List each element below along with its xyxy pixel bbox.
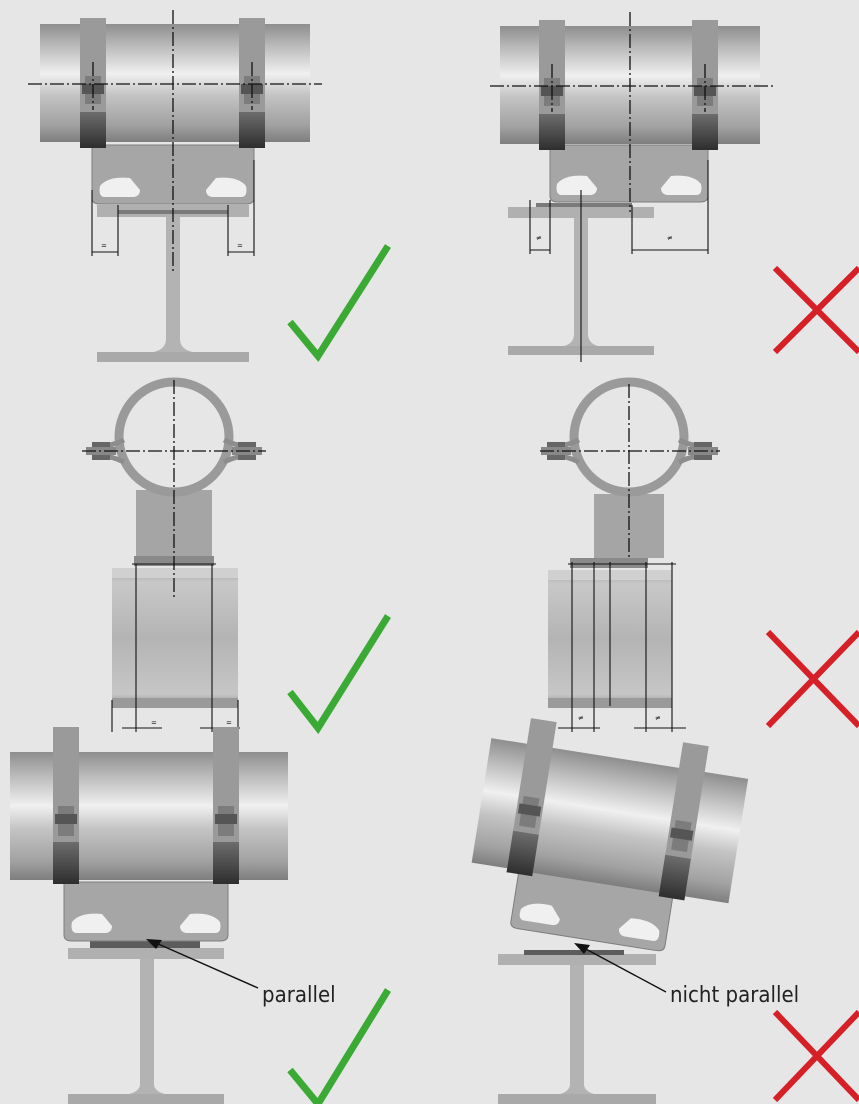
dimension-equal-left: = xyxy=(101,242,107,250)
cross-mark-icon xyxy=(765,629,859,729)
label-not-parallel: nicht parallel xyxy=(670,983,799,1008)
check-mark-icon xyxy=(287,988,391,1104)
diagram-5-correct-parallel: parallel xyxy=(10,727,336,1104)
dimension-equal-right: = xyxy=(237,242,243,250)
dimension-equal-right-2: = xyxy=(226,719,232,727)
dimension-not-equal-left-2: ≠ xyxy=(578,714,584,722)
dimension-equal-left-2: = xyxy=(151,719,157,727)
cross-mark-icon xyxy=(772,265,859,355)
diagram-3-correct-side-view: = = xyxy=(82,377,266,732)
check-mark-icon xyxy=(287,244,391,362)
diagram-1-correct-centered: = = xyxy=(28,10,322,362)
diagram-6-incorrect-not-parallel: nicht parallel xyxy=(471,718,799,1104)
diagram-4-incorrect-side-view: ≠ ≠ xyxy=(540,377,720,732)
label-parallel: parallel xyxy=(262,983,336,1008)
dimension-not-equal-right-2: ≠ xyxy=(655,714,661,722)
dimension-not-equal-right: ≠ xyxy=(667,234,673,242)
diagram-2-incorrect-offcenter: ≠ ≠ xyxy=(490,12,776,362)
check-mark-icon xyxy=(287,614,391,735)
dimension-not-equal-left: ≠ xyxy=(536,234,542,242)
cross-mark-icon xyxy=(772,1009,859,1103)
